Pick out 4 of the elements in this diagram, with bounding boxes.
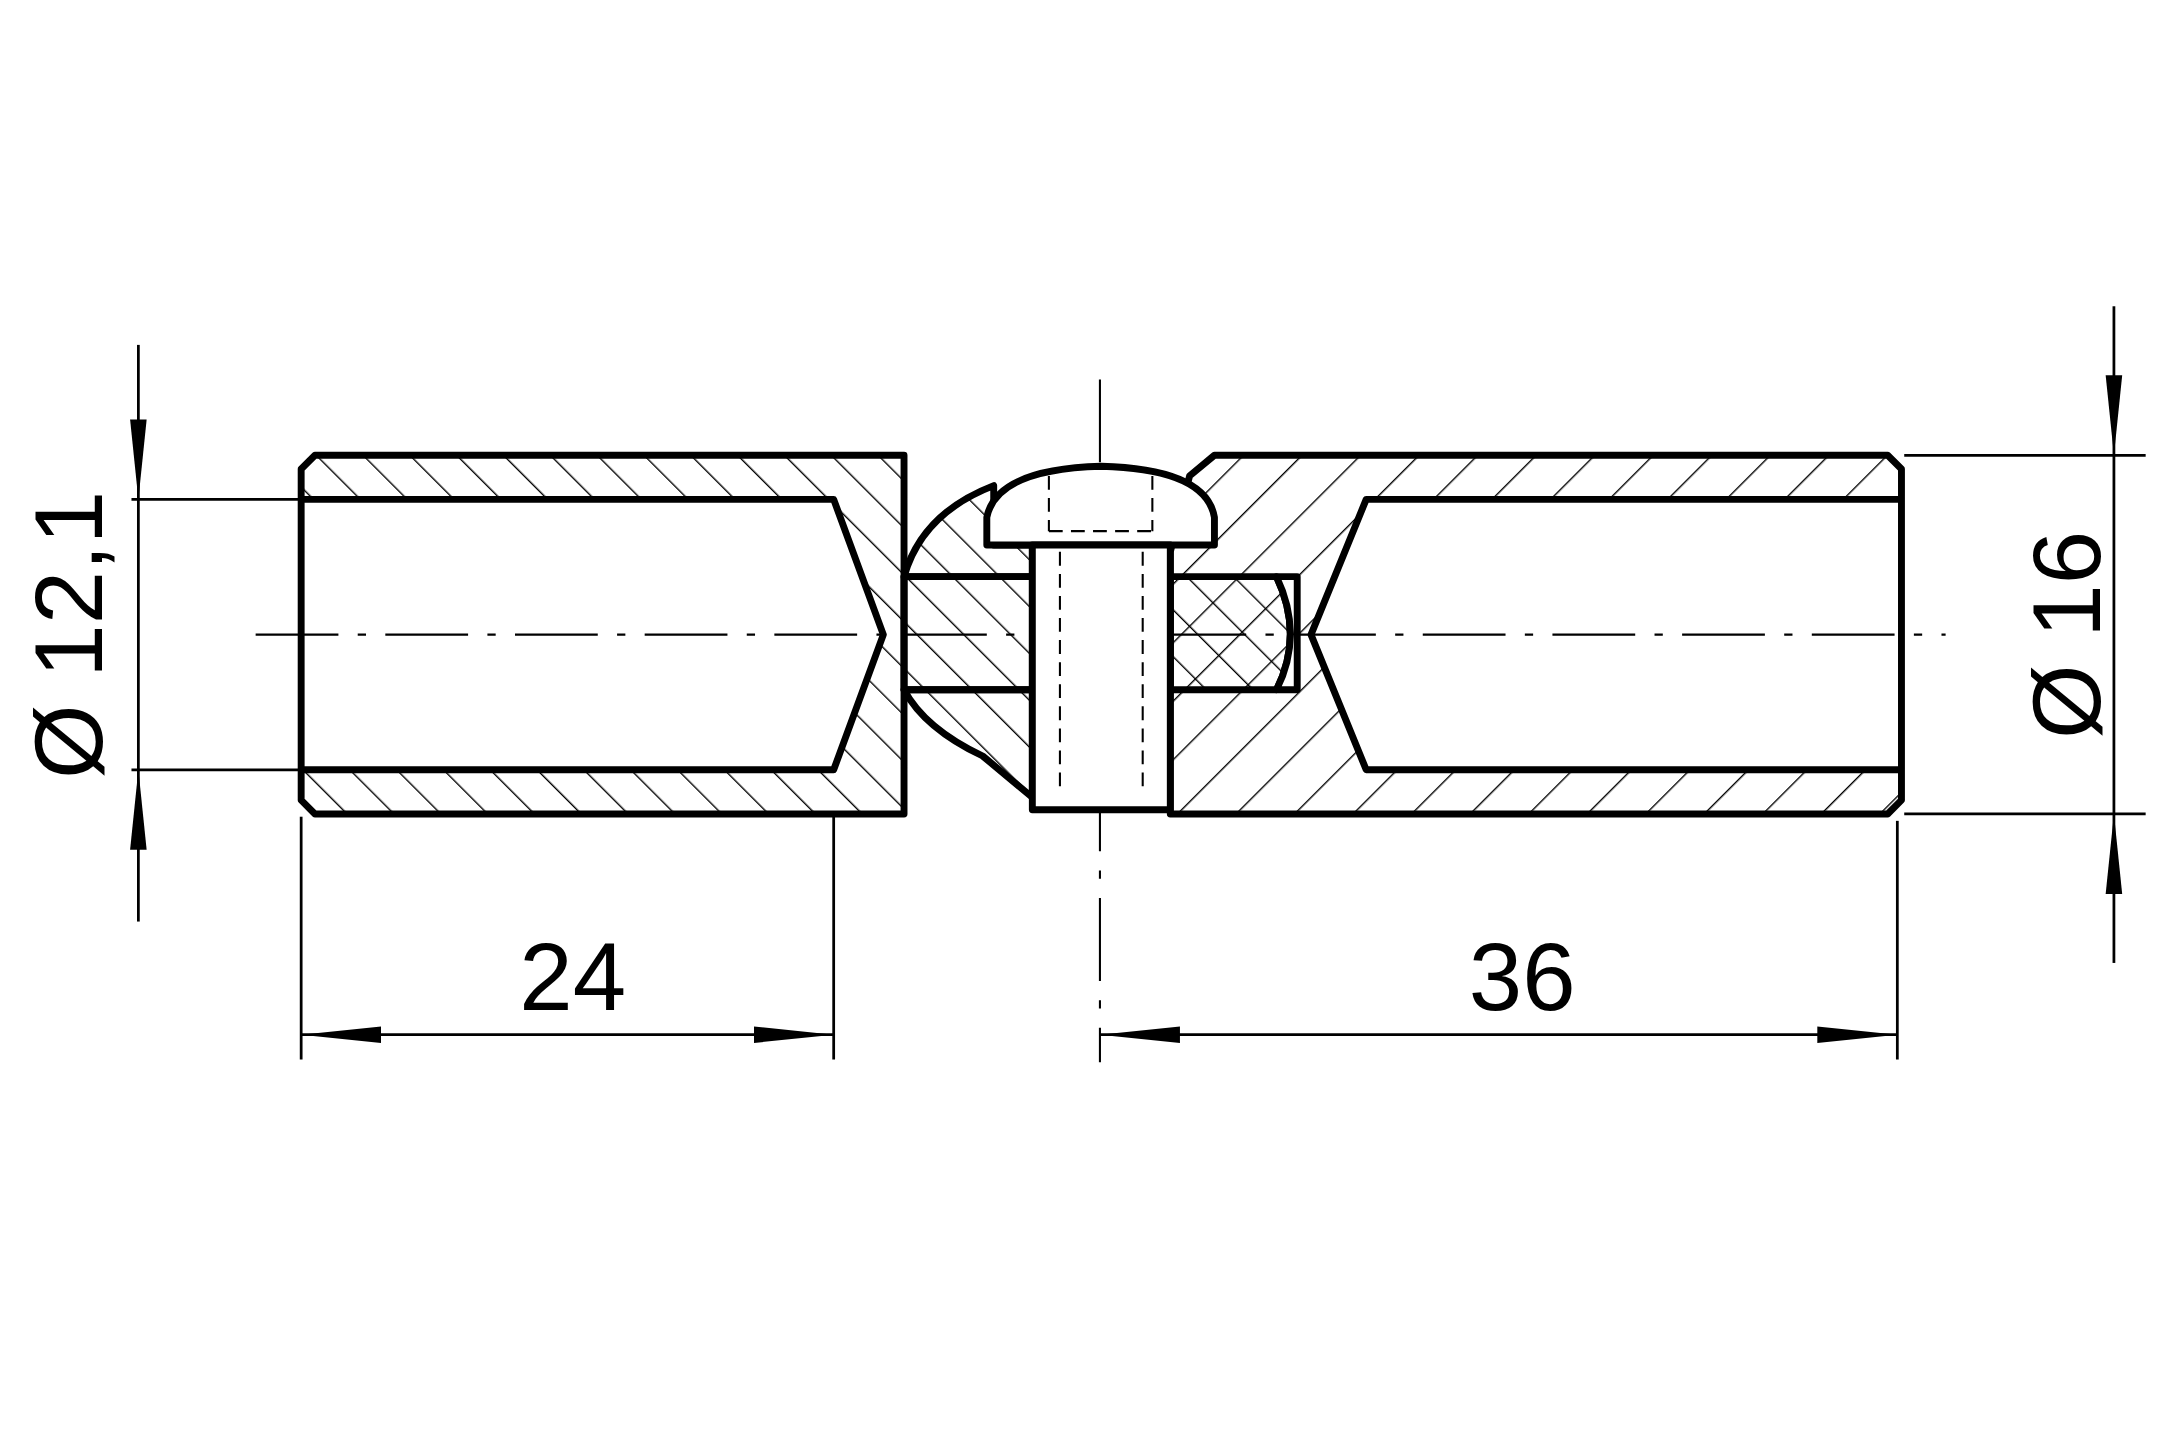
dimension-value: 36 [1468,929,1576,1026]
dimension-value: 24 [519,929,626,1026]
dimension-value: Ø 12,1 [21,490,118,779]
dimension-value: Ø 16 [2019,530,2116,739]
